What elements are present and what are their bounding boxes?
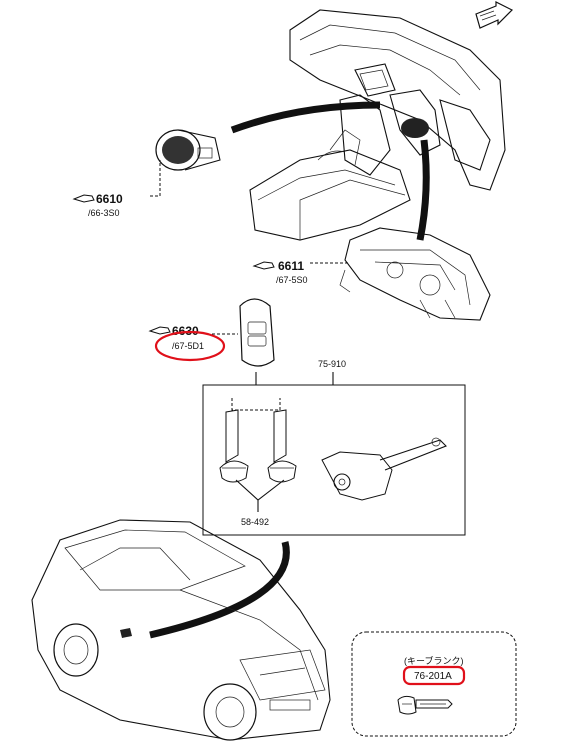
highlight-box-blank-key: [402, 665, 466, 686]
highlight-circle-6630: [154, 330, 226, 362]
blank-key-ref: 76-201A: [414, 671, 452, 682]
callout-75910-number: 75-910: [318, 359, 346, 369]
smart-key-fob: [239, 298, 275, 367]
dashboard-illustration: [249, 9, 506, 241]
callout-6630: 6630 /67-5D1: [148, 324, 226, 362]
lock-cylinder: [321, 437, 447, 501]
callout-6610: 6610 /66-3S0: [72, 192, 123, 218]
callout-6630-ref: /67-5D1: [172, 341, 204, 351]
hand-pointer-icon: [72, 194, 95, 203]
callout-6630-number: 6630: [172, 324, 199, 338]
callout-58492-number: 58-492: [241, 517, 269, 527]
callout-6610-number: 6610: [96, 192, 123, 206]
blank-key: [397, 695, 453, 715]
blank-key-title: (キーブランク): [404, 655, 463, 666]
callout-6611-number: 6611: [278, 259, 304, 273]
blank-key-box: (キーブランク) 76-201A: [351, 631, 517, 737]
pointer-arrow-door: [149, 541, 290, 639]
leader-6610: [150, 160, 161, 197]
key-set-box: 75-910 58-492: [202, 359, 466, 536]
steering-lock-assembly: [339, 227, 491, 321]
callout-6611-ref: /67-5S0: [276, 275, 308, 285]
pointer-arrow-6611: [416, 139, 430, 241]
key-right: [267, 409, 297, 483]
hand-pointer-icon: [148, 326, 171, 335]
push-button-start-switch: [155, 129, 221, 171]
callout-6611: 6611 /67-5S0: [252, 259, 308, 285]
key-left: [219, 409, 249, 483]
callout-6610-ref: /66-3S0: [88, 208, 120, 218]
suv-illustration: [31, 519, 331, 741]
hand-pointer-icon: [252, 261, 275, 270]
direction-arrow-icon: [475, 1, 514, 29]
pointer-arrow-6610: [230, 101, 381, 134]
